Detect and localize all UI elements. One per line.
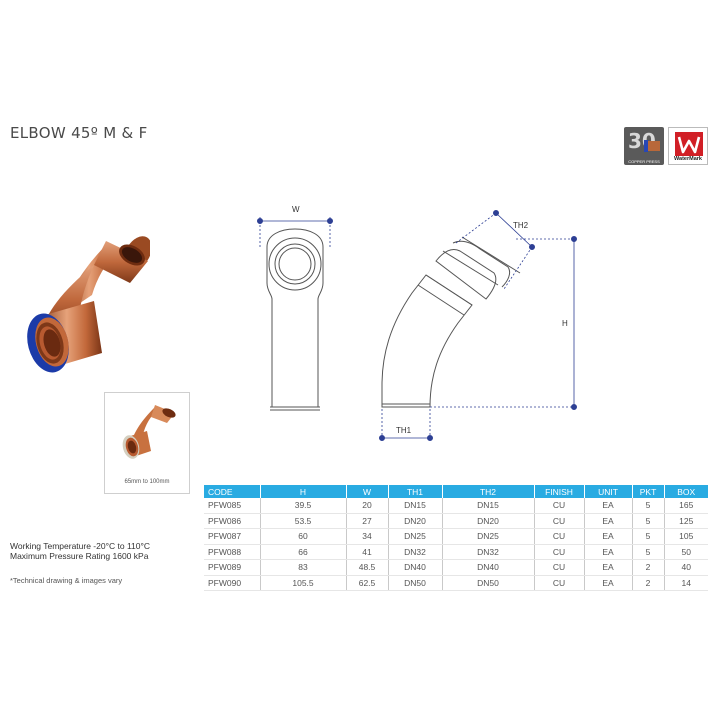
cell-pkt: 5 bbox=[632, 544, 665, 560]
col-header: FINISH bbox=[534, 485, 585, 498]
cell-box: 125 bbox=[664, 513, 708, 529]
table-header-row: CODE H W TH1 TH2 FINISH UNIT PKT BOX bbox=[204, 485, 708, 498]
max-pressure-rating: Maximum Pressure Rating 1600 kPa bbox=[10, 551, 149, 561]
cell-code: PFW090 bbox=[204, 575, 261, 591]
cell-th1: DN25 bbox=[388, 528, 443, 545]
cell-code: PFW087 bbox=[204, 528, 261, 545]
watermark-w-icon bbox=[675, 132, 703, 156]
cell-w: 62.5 bbox=[346, 575, 389, 591]
dim-label-th2: TH2 bbox=[513, 221, 529, 230]
col-header: TH1 bbox=[388, 485, 443, 498]
cell-code: PFW085 bbox=[204, 498, 261, 514]
cell-finish: CU bbox=[534, 528, 585, 545]
cell-th1: DN20 bbox=[388, 513, 443, 529]
cell-pkt: 5 bbox=[632, 498, 665, 514]
cell-box: 40 bbox=[664, 559, 708, 576]
cell-w: 48.5 bbox=[346, 559, 389, 576]
table-row: PFW085 39.5 20 DN15 DN15 CU EA 5 165 bbox=[204, 498, 708, 514]
copper-press-text: COPPER PRESS bbox=[628, 159, 660, 164]
cell-th2: DN40 bbox=[442, 559, 535, 576]
cell-h: 53.5 bbox=[260, 513, 347, 529]
cell-finish: CU bbox=[534, 575, 585, 591]
dim-label-h: H bbox=[562, 319, 568, 328]
cell-unit: EA bbox=[584, 528, 633, 545]
cell-box: 14 bbox=[664, 575, 708, 591]
cell-pkt: 5 bbox=[632, 513, 665, 529]
cell-box: 50 bbox=[664, 544, 708, 560]
col-header: CODE bbox=[204, 485, 261, 498]
cell-finish: CU bbox=[534, 498, 585, 514]
cell-w: 41 bbox=[346, 544, 389, 560]
cell-th1: DN32 bbox=[388, 544, 443, 560]
cell-th1: DN15 bbox=[388, 498, 443, 514]
cell-th2: DN20 bbox=[442, 513, 535, 529]
cell-h: 60 bbox=[260, 528, 347, 545]
working-temperature: Working Temperature -20°C to 110°C bbox=[10, 541, 151, 551]
certification-badges: 30 COPPER PRESS WaterMark bbox=[624, 127, 708, 165]
watermark-logo: WaterMark bbox=[668, 127, 708, 165]
cell-h: 66 bbox=[260, 544, 347, 560]
copper-press-logo: 30 COPPER PRESS bbox=[624, 127, 664, 165]
cell-box: 165 bbox=[664, 498, 708, 514]
page-title: ELBOW 45º M & F bbox=[10, 124, 148, 142]
product-photo-elbow bbox=[27, 236, 150, 373]
cell-unit: EA bbox=[584, 575, 633, 591]
cell-h: 39.5 bbox=[260, 498, 347, 514]
col-header: UNIT bbox=[584, 485, 633, 498]
cell-w: 27 bbox=[346, 513, 389, 529]
cell-w: 20 bbox=[346, 498, 389, 514]
table-row: PFW086 53.5 27 DN20 DN20 CU EA 5 125 bbox=[204, 513, 708, 529]
cell-unit: EA bbox=[584, 498, 633, 514]
col-header: PKT bbox=[632, 485, 665, 498]
technical-drawing: W TH2 H TH1 bbox=[256, 205, 577, 441]
thumbnail-caption: 65mm to 100mm bbox=[124, 479, 170, 485]
cell-unit: EA bbox=[584, 544, 633, 560]
technical-note: *Technical drawing & images vary bbox=[10, 576, 123, 585]
cell-w: 34 bbox=[346, 528, 389, 545]
cell-code: PFW089 bbox=[204, 559, 261, 576]
cell-th2: DN50 bbox=[442, 575, 535, 591]
cell-unit: EA bbox=[584, 559, 633, 576]
cell-code: PFW088 bbox=[204, 544, 261, 560]
cell-th1: DN40 bbox=[388, 559, 443, 576]
cell-h: 83 bbox=[260, 559, 347, 576]
cell-th2: DN15 bbox=[442, 498, 535, 514]
product-thumbnail: 65mm to 100mm bbox=[104, 392, 190, 494]
col-header: TH2 bbox=[442, 485, 535, 498]
table-row: PFW090 105.5 62.5 DN50 DN50 CU EA 2 14 bbox=[204, 575, 708, 591]
dim-label-th1: TH1 bbox=[396, 426, 412, 435]
cell-finish: CU bbox=[534, 559, 585, 576]
cell-unit: EA bbox=[584, 513, 633, 529]
specifications: Working Temperature -20°C to 110°C Maxim… bbox=[10, 541, 150, 561]
cell-h: 105.5 bbox=[260, 575, 347, 591]
col-header: W bbox=[346, 485, 389, 498]
col-header: BOX bbox=[664, 485, 708, 498]
copper-fitting-icon bbox=[644, 140, 660, 152]
cell-pkt: 2 bbox=[632, 575, 665, 591]
watermark-text: WaterMark bbox=[674, 156, 702, 162]
cell-th1: DN50 bbox=[388, 575, 443, 591]
cell-box: 105 bbox=[664, 528, 708, 545]
table-row: PFW088 66 41 DN32 DN32 CU EA 5 50 bbox=[204, 544, 708, 560]
col-header: H bbox=[260, 485, 347, 498]
cell-code: PFW086 bbox=[204, 513, 261, 529]
dim-label-w: W bbox=[292, 205, 300, 214]
cell-th2: DN25 bbox=[442, 528, 535, 545]
cell-finish: CU bbox=[534, 513, 585, 529]
cell-pkt: 5 bbox=[632, 528, 665, 545]
product-table: CODE H W TH1 TH2 FINISH UNIT PKT BOX PFW… bbox=[204, 485, 708, 591]
table-row: PFW087 60 34 DN25 DN25 CU EA 5 105 bbox=[204, 528, 708, 545]
cell-th2: DN32 bbox=[442, 544, 535, 560]
cell-finish: CU bbox=[534, 544, 585, 560]
thumbnail-elbow-image bbox=[122, 405, 176, 459]
cell-pkt: 2 bbox=[632, 559, 665, 576]
table-row: PFW089 83 48.5 DN40 DN40 CU EA 2 40 bbox=[204, 559, 708, 576]
